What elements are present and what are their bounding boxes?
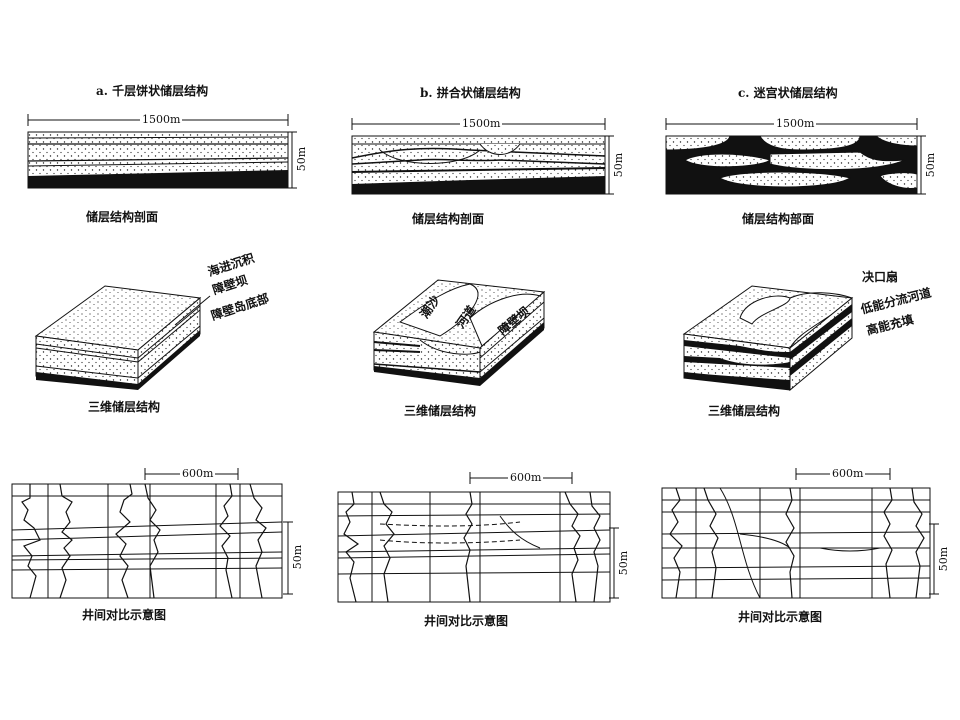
block-c-caption: 三维储层结构: [708, 404, 781, 418]
well-a-spacing-label: 600m: [180, 467, 216, 481]
section-a: [27, 114, 297, 189]
panel-a-title: a. 千层饼状储层结构: [96, 84, 209, 98]
well-correlation-a: [11, 468, 293, 599]
section-a-width-label: 1500m: [140, 113, 183, 127]
section-a-caption: 储层结构剖面: [86, 210, 159, 224]
well-b-spacing-label: 600m: [508, 471, 544, 485]
section-b-width-label: 1500m: [460, 117, 503, 131]
section-c-width-label: 1500m: [774, 117, 817, 131]
well-b-height-label: 50m: [617, 550, 631, 576]
well-c-height-label: 50m: [937, 546, 951, 572]
section-b: [351, 118, 614, 195]
block-b-caption: 三维储层结构: [404, 404, 477, 418]
well-c-caption: 井间对比示意图: [738, 610, 823, 624]
block-a-caption: 三维储层结构: [88, 400, 161, 414]
section-a-height-label: 50m: [295, 146, 309, 172]
section-b-height-label: 50m: [612, 152, 626, 178]
block-c: [682, 285, 854, 392]
section-c-caption: 储层结构部面: [742, 212, 815, 226]
block-b: [372, 279, 546, 386]
block-a: [34, 285, 211, 390]
well-correlation-c: [661, 468, 939, 599]
block-c-annotation-1: 决口扇: [862, 270, 899, 284]
panel-b-title: b. 拼合状储层结构: [420, 86, 521, 100]
well-a-height-label: 50m: [291, 544, 305, 570]
section-c-height-label: 50m: [924, 152, 938, 178]
panel-c-title: c. 迷宫状储层结构: [738, 86, 838, 100]
section-c: [665, 118, 926, 195]
well-correlation-b: [337, 472, 619, 603]
well-b-caption: 井间对比示意图: [424, 614, 509, 628]
section-b-caption: 储层结构剖面: [412, 212, 485, 226]
well-c-spacing-label: 600m: [830, 467, 866, 481]
well-a-caption: 井间对比示意图: [82, 608, 167, 622]
